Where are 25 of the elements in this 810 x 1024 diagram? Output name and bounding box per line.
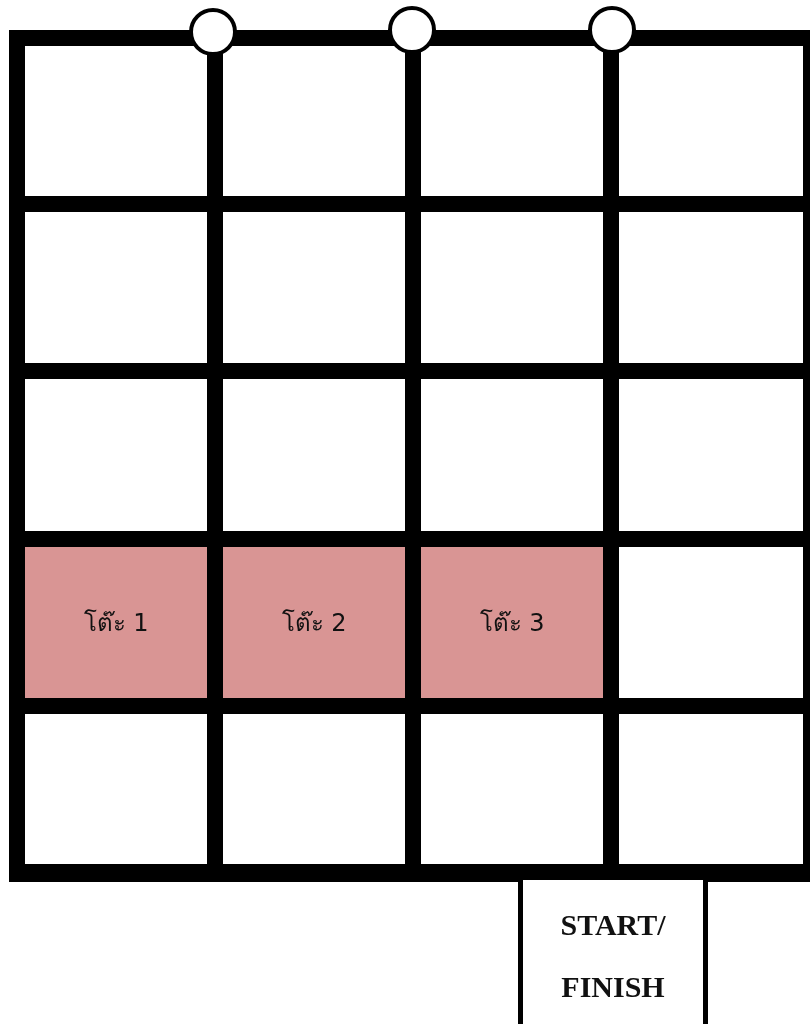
- grid-cell: [223, 46, 405, 196]
- grid-cell: [421, 379, 603, 531]
- grid-cell: [25, 212, 207, 363]
- table-label: โต๊ะ 2: [281, 608, 347, 639]
- table-label: โต๊ะ 1: [83, 608, 149, 639]
- grid-cell: [223, 714, 405, 864]
- grid-cell: [421, 212, 603, 363]
- grid-cell: [25, 714, 207, 864]
- table-cell: [223, 547, 405, 698]
- start-finish-label: START/ FINISH: [559, 907, 667, 1005]
- grid-cell: [223, 379, 405, 531]
- grid-cell: [619, 46, 803, 196]
- grid-cell: [421, 46, 603, 196]
- grid-cell: [223, 212, 405, 363]
- grid-cell: [421, 714, 603, 864]
- grid-cell: [619, 547, 803, 698]
- grid-cell: [619, 379, 803, 531]
- grid-cell: [619, 714, 803, 864]
- table-cell: [421, 547, 603, 698]
- start-finish-box: [518, 880, 708, 1024]
- grid-cell: [25, 46, 207, 196]
- table-label: โต๊ะ 3: [479, 608, 545, 639]
- table-cell: [25, 547, 207, 698]
- grid-cell: [619, 212, 803, 363]
- grid-cell: [25, 379, 207, 531]
